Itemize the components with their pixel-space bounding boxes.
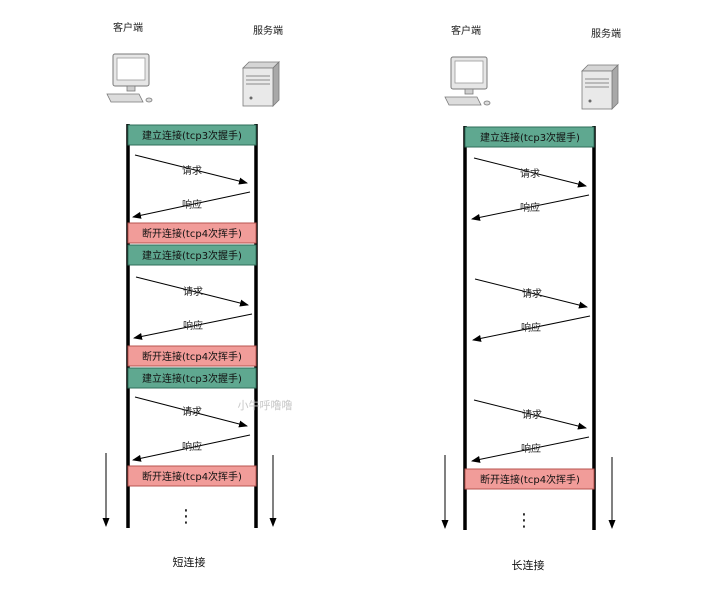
response-label: 响应 <box>521 321 541 334</box>
response-arrow <box>471 436 590 463</box>
computer-icon <box>106 53 153 103</box>
request-arrow <box>473 157 587 188</box>
response-arrow <box>132 191 251 219</box>
connect-label: 建立连接(tcp3次握手) <box>480 131 580 144</box>
request-label: 请求 <box>182 164 202 177</box>
request-arrow <box>473 399 587 430</box>
disconnect-box <box>127 222 257 244</box>
response-label: 响应 <box>182 440 202 453</box>
ellipsis: ⋮ <box>177 506 195 527</box>
connect-box <box>127 367 257 389</box>
response-arrow <box>133 313 253 340</box>
disconnect-box <box>127 465 257 487</box>
disconnect-label: 断开连接(tcp4次挥手) <box>480 473 580 486</box>
server-icon <box>581 64 619 110</box>
response-arrow <box>471 194 590 221</box>
response-arrow <box>472 315 591 342</box>
response-arrow <box>132 434 251 462</box>
response-label: 响应 <box>520 201 540 214</box>
request-arrow <box>474 278 588 309</box>
server-label: 服务端 <box>253 24 283 37</box>
disconnect-label: 断开连接(tcp4次挥手) <box>142 350 242 363</box>
connect-label: 建立连接(tcp3次握手) <box>142 372 242 385</box>
connect-box <box>464 126 595 148</box>
request-label: 请求 <box>522 287 542 300</box>
client-label: 客户端 <box>451 24 481 37</box>
long-connection-diagram: 客户端 服务端 建立连接(tcp3次握手) 请求 响应 请求 <box>441 24 621 572</box>
disconnect-label: 断开连接(tcp4次挥手) <box>142 470 242 483</box>
diagram-caption: 长连接 <box>512 559 545 572</box>
disconnect-box <box>464 468 595 490</box>
connect-label: 建立连接(tcp3次握手) <box>142 249 242 262</box>
request-label: 请求 <box>183 285 203 298</box>
ellipsis: ⋮ <box>515 510 533 531</box>
request-arrow <box>134 396 248 428</box>
server-icon <box>242 61 280 107</box>
server-label: 服务端 <box>591 27 621 40</box>
request-arrow <box>134 154 248 185</box>
watermark: 小牛呼噜噜 <box>238 398 293 412</box>
request-label: 请求 <box>182 405 202 418</box>
computer-icon <box>444 56 491 106</box>
response-label: 响应 <box>183 319 203 332</box>
request-arrow <box>135 276 249 307</box>
response-label: 响应 <box>182 198 202 211</box>
response-label: 响应 <box>521 442 541 455</box>
connect-box <box>127 244 257 266</box>
request-label: 请求 <box>522 408 542 421</box>
diagram-caption: 短连接 <box>173 555 206 569</box>
client-label: 客户端 <box>113 21 143 34</box>
request-label: 请求 <box>520 167 540 180</box>
disconnect-box <box>127 345 257 367</box>
connect-label: 建立连接(tcp3次握手) <box>142 129 242 142</box>
connect-box <box>127 124 257 146</box>
disconnect-label: 断开连接(tcp4次挥手) <box>142 227 242 240</box>
short-connection-diagram: 客户端 服务端 建立连接(tcp3次握手) 请求 响应 <box>102 21 283 569</box>
